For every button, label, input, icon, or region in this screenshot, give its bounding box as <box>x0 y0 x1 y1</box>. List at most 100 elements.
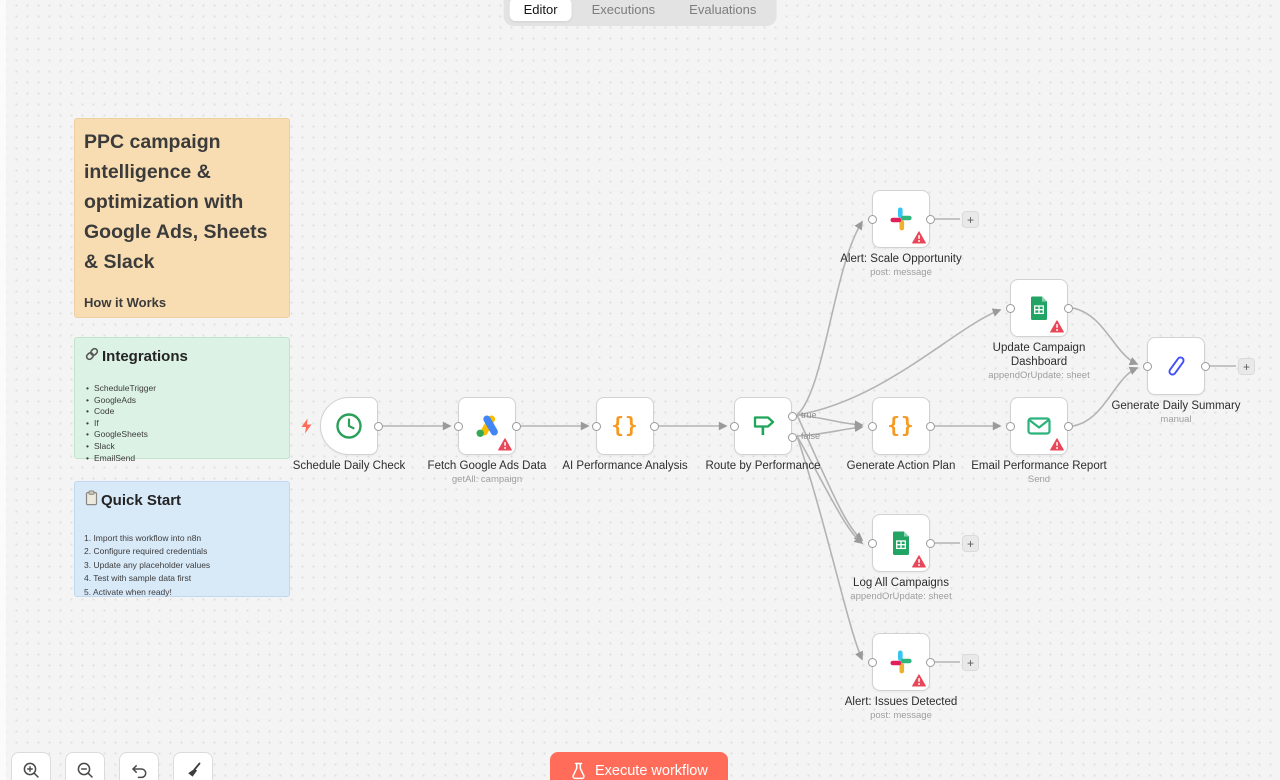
node-label: Fetch Google Ads Data <box>427 460 547 472</box>
add-node-button[interactable]: + <box>962 211 979 228</box>
node-generate-daily-summary[interactable]: Generate Daily Summary manual <box>1111 337 1241 425</box>
output-port[interactable] <box>925 657 935 667</box>
node-schedule-daily-check[interactable]: Schedule Daily Check <box>293 397 405 472</box>
node-route-by-performance[interactable]: Route by Performance <box>705 397 821 472</box>
input-port[interactable] <box>1142 361 1152 371</box>
output-port-false[interactable] <box>787 432 797 442</box>
code-icon: {} <box>611 413 639 438</box>
node-alert-issues-detected[interactable]: Alert: Issues Detected post: message <box>845 633 957 721</box>
zoom-out-icon <box>77 762 93 778</box>
node-label: Route by Performance <box>705 460 821 472</box>
output-port[interactable] <box>1063 303 1073 313</box>
signpost-icon <box>748 411 778 441</box>
input-port[interactable] <box>1005 421 1015 431</box>
quickstart-item: 2. Configure required credentials <box>84 546 208 557</box>
output-port[interactable] <box>1200 361 1210 371</box>
node-label: Email Performance Report <box>971 460 1107 472</box>
integration-item: If <box>84 418 280 430</box>
output-port[interactable] <box>649 421 659 431</box>
quickstart-list: 1. Import this workflow into n8n 2. Conf… <box>84 532 280 599</box>
node-label: AI Performance Analysis <box>562 460 688 472</box>
input-port[interactable] <box>867 421 877 431</box>
node-subtitle: post: message <box>870 267 932 278</box>
sticky-note-main[interactable]: PPC campaign intelligence & optimization… <box>74 118 290 318</box>
node-label: Alert: Scale Opportunity <box>840 253 962 265</box>
quickstart-item: 5. Activate when ready! <box>84 586 172 597</box>
node-update-campaign-dashboard[interactable]: Update Campaign Dashboard appendOrUpdate… <box>988 279 1090 381</box>
sticky-note-quickstart[interactable]: Quick Start 1. Import this workflow into… <box>74 481 290 597</box>
add-node-button[interactable]: + <box>962 535 979 552</box>
node-subtitle: manual <box>1160 414 1192 425</box>
node-label: Alert: Issues Detected <box>844 696 958 708</box>
warning-icon <box>912 555 926 568</box>
undo-icon <box>132 764 147 778</box>
node-log-all-campaigns[interactable]: Log All Campaigns appendOrUpdate: sheet <box>850 514 952 602</box>
node-subtitle: post: message <box>870 710 932 721</box>
zoom-out-button[interactable] <box>65 752 105 780</box>
warning-icon <box>912 674 926 687</box>
node-fetch-google-ads-data[interactable]: Fetch Google Ads Data getAll: campaign <box>428 397 546 485</box>
add-node-button[interactable]: + <box>962 654 979 671</box>
input-port[interactable] <box>453 421 463 431</box>
output-port[interactable] <box>925 214 935 224</box>
tab-executions[interactable]: Executions <box>591 2 656 17</box>
warning-icon <box>1050 438 1064 451</box>
input-port[interactable] <box>591 421 601 431</box>
execute-workflow-label: Execute workflow <box>595 763 708 779</box>
output-port[interactable] <box>925 421 935 431</box>
pen-icon <box>1161 351 1191 381</box>
tidy-up-button[interactable] <box>173 752 213 780</box>
slack-icon <box>887 205 916 234</box>
integration-item: EmailSend <box>84 453 280 465</box>
node-subtitle: Send <box>1027 474 1051 485</box>
quickstart-item: 3. Update any placeholder values <box>84 559 211 570</box>
node-label: Log All Campaigns <box>853 577 949 589</box>
google-sheets-icon <box>1025 294 1054 323</box>
trigger-bolt-icon <box>300 418 313 434</box>
view-tabbar: Editor Executions Evaluations <box>503 0 777 26</box>
execute-workflow-button[interactable]: Execute workflow <box>550 752 728 780</box>
google-sheets-icon <box>887 529 916 558</box>
output-port-true[interactable] <box>787 411 797 421</box>
warning-icon <box>912 231 926 244</box>
output-label-false: false <box>801 431 821 441</box>
integration-item: Code <box>84 406 280 418</box>
slack-icon <box>887 648 916 677</box>
node-email-performance-report[interactable]: Email Performance Report Send <box>971 397 1107 485</box>
input-port[interactable] <box>729 421 739 431</box>
tab-evaluations[interactable]: Evaluations <box>689 2 757 17</box>
quickstart-item: 1. Import this workflow into n8n <box>84 533 202 543</box>
google-ads-icon <box>472 411 502 441</box>
zoom-in-icon <box>23 762 39 778</box>
integrations-list: ScheduleTrigger GoogleAds Code If Google… <box>84 383 280 464</box>
clock-icon <box>334 411 364 441</box>
output-port[interactable] <box>925 538 935 548</box>
node-alert-scale-opportunity[interactable]: Alert: Scale Opportunity post: message <box>840 190 962 278</box>
code-icon: {} <box>887 413 915 438</box>
input-port[interactable] <box>1005 303 1015 313</box>
zoom-in-button[interactable] <box>11 752 51 780</box>
tab-editor[interactable]: Editor <box>509 0 572 21</box>
output-port[interactable] <box>373 421 383 431</box>
output-port[interactable] <box>511 421 521 431</box>
undo-button[interactable] <box>119 752 159 780</box>
note-subtitle: How it Works <box>84 295 167 310</box>
input-port[interactable] <box>867 214 877 224</box>
quickstart-item: 4. Test with sample data first <box>84 573 192 584</box>
node-ai-performance-analysis[interactable]: {} AI Performance Analysis <box>562 397 688 472</box>
input-port[interactable] <box>867 657 877 667</box>
integration-item: GoogleAds <box>84 395 280 407</box>
node-label: Generate Daily Summary <box>1111 400 1241 412</box>
canvas-left-edge <box>0 0 6 780</box>
add-node-button[interactable]: + <box>1238 358 1255 375</box>
node-generate-action-plan[interactable]: {} Generate Action Plan <box>847 397 955 472</box>
sticky-note-integrations[interactable]: Integrations ScheduleTrigger GoogleAds C… <box>74 337 290 464</box>
quickstart-heading: Quick Start <box>84 490 280 510</box>
integration-item: ScheduleTrigger <box>84 383 280 395</box>
input-port[interactable] <box>867 538 877 548</box>
warning-icon <box>1050 320 1064 333</box>
output-port[interactable] <box>1063 421 1073 431</box>
node-label: Generate Action Plan <box>846 460 956 472</box>
email-icon <box>1024 411 1054 441</box>
